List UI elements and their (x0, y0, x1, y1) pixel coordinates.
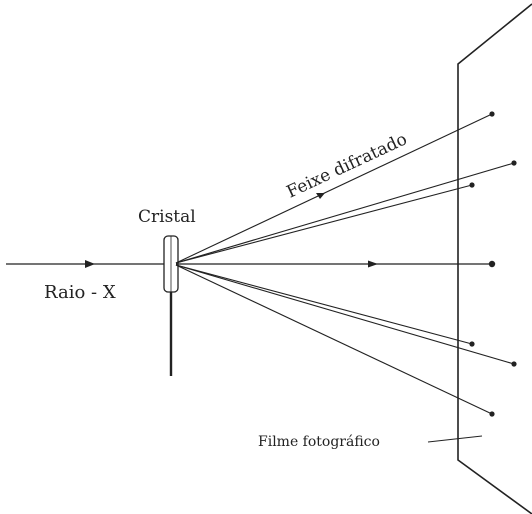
spot (469, 341, 475, 347)
spot (511, 160, 517, 166)
beam-upper-mid-1 (175, 162, 515, 264)
crystal-label: Cristal (138, 207, 196, 227)
film-pointer (427, 435, 483, 443)
spot (489, 411, 495, 417)
spot (488, 260, 496, 268)
beam-lower (175, 264, 493, 415)
beam-upper (175, 113, 493, 264)
spot (469, 182, 475, 188)
direct-beam-arrowhead (368, 260, 378, 268)
beam-lower-mid-2 (175, 264, 515, 365)
film-label: Filme fotográfico (258, 434, 380, 450)
spot (511, 361, 517, 367)
xray-label: Raio - X (44, 282, 116, 303)
diffracted-beam-label: Feixe difratado (284, 129, 411, 202)
diffracted-beams (175, 113, 515, 415)
photographic-film-plate (457, 3, 532, 514)
beam-upper-mid-2 (175, 184, 473, 264)
beam-lower-mid-1 (175, 264, 473, 345)
diffraction-spots (469, 111, 517, 417)
beam-arrow-tick (316, 193, 325, 199)
incident-arrowhead (85, 260, 95, 268)
spot (489, 111, 495, 117)
